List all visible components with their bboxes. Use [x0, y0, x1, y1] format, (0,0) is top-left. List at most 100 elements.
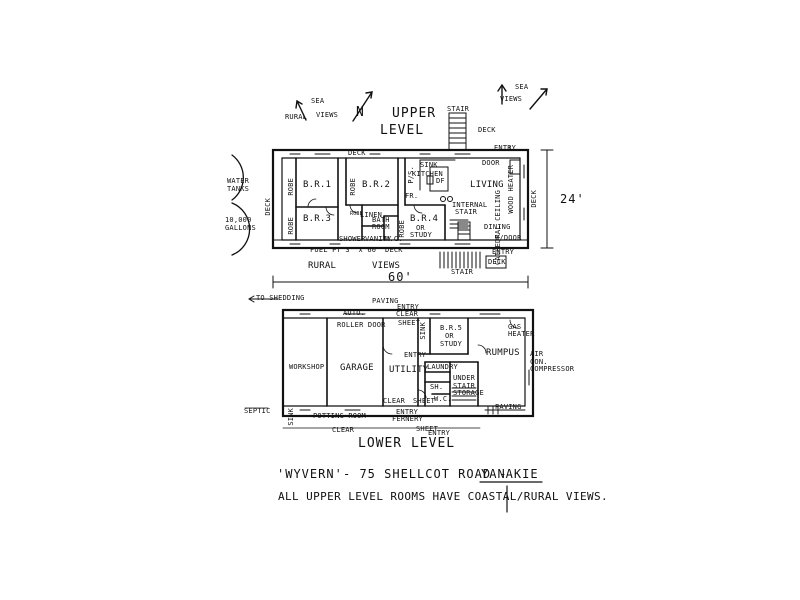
sink-lower-2: SINK — [287, 408, 295, 426]
deck-left-label: DECK — [264, 198, 272, 216]
room-dining: DINING — [484, 223, 511, 231]
deck-bottom-label: DECK — [488, 258, 506, 266]
wdoor-label: W/DOOR — [495, 234, 522, 242]
clear-lower-2: CLEAR — [383, 397, 406, 405]
dimension-60 — [272, 275, 529, 289]
north-label: N — [356, 105, 365, 120]
water-tanks — [231, 154, 251, 256]
door-label: DOOR — [482, 159, 500, 167]
robe-5: ROBE — [350, 211, 363, 217]
deck-top-label: DECK — [348, 149, 366, 157]
room-br5-line2: OR — [445, 332, 454, 340]
lower-bottom-step — [484, 405, 526, 415]
room-garage: GARAGE — [340, 363, 374, 373]
room-br4-line3: STUDY — [410, 231, 433, 239]
robe-2: ROBE — [349, 178, 357, 196]
room-rumpus: RUMPUS — [486, 348, 520, 358]
room-living: LIVING — [470, 180, 504, 190]
clear-lower-3: CLEAR — [332, 426, 355, 434]
room-br3: B.R.3 — [303, 214, 332, 224]
deck-right-label: DECK — [530, 190, 538, 208]
lower-interior-walls — [326, 317, 479, 407]
gas-heater-line2: HEATER — [508, 330, 535, 338]
to-shedding-label: TO SHEDDING — [256, 294, 305, 302]
entry-fernery-line2: FERNERY — [392, 415, 423, 423]
dimension-24 — [540, 149, 554, 249]
robe-4: ROBE — [398, 220, 406, 238]
rural-label-left: RURAL — [285, 113, 308, 121]
room-bath-line1: BATH — [372, 216, 390, 224]
views-bottom: VIEWS — [372, 261, 401, 271]
room-kitchen: KITCHEN — [412, 170, 443, 178]
paving-bottom-label: PAVING — [495, 403, 522, 411]
entry-bottom-label: ENTRY — [492, 248, 515, 256]
kitchen-ps: P/S. — [407, 166, 415, 184]
laundry-label: LAUNDRY — [427, 363, 458, 371]
clear-lower-1: CLEAR — [396, 310, 419, 318]
room-br2: B.R.2 — [362, 180, 391, 190]
wood-heater: WOOD HEATER — [507, 165, 515, 214]
dimension-24-label: 24' — [560, 192, 585, 206]
room-wc: W.C. — [385, 235, 403, 243]
decks — [272, 145, 529, 269]
upper-windows — [289, 153, 525, 245]
entry-fernery-line1: ENTRY — [396, 408, 419, 416]
upper-title-line2: LEVEL — [380, 123, 425, 138]
sheet-lower-1: SHEET — [398, 319, 421, 327]
room-shower: SHOWER — [339, 235, 366, 243]
lower-clear-sheet-lines — [244, 407, 481, 429]
room-br5-line1: B.R.5 — [440, 324, 463, 332]
gallons-label: 10,000 GALLONS — [225, 216, 256, 232]
entry-top-label: ENTRY — [494, 144, 517, 152]
north-arrow-icon — [295, 83, 548, 122]
shower-lower: SH. — [430, 383, 444, 391]
town: YANAKIE — [481, 467, 539, 481]
under-stair-storage: UNDER STAIR STORAGE — [453, 374, 484, 398]
septic-label: SEPTIC — [244, 407, 271, 415]
kitchen-fr: FR. — [405, 192, 419, 200]
stair-top — [448, 112, 467, 151]
room-br4-line2: OR — [416, 224, 425, 232]
views-label-right: VIEWS — [500, 95, 523, 103]
room-br1: B.R.1 — [303, 180, 332, 190]
upper-interior-walls — [295, 157, 456, 241]
room-vanity: VANITY — [365, 235, 392, 243]
upper-door-swings — [307, 198, 423, 216]
internal-stair-line1: INTERNAL — [452, 201, 488, 209]
kitchen-df: DF — [436, 177, 445, 185]
gas-heater-line1: GAS — [508, 323, 522, 331]
wc-lower: W.C. — [434, 395, 452, 403]
sheet-lower-3: SHEET — [416, 425, 439, 433]
kitchen-sink: SINK — [420, 161, 438, 169]
room-bath-line2: ROOM — [372, 223, 390, 231]
room-workshop: WORKSHOP — [289, 363, 325, 371]
stair-top-label: STAIR — [447, 105, 470, 113]
lower-level-walls — [281, 308, 535, 418]
lower-windows — [299, 313, 530, 411]
caption-marks — [479, 481, 543, 513]
internal-stair-line2: STAIR — [455, 208, 478, 216]
rural-bottom: RURAL — [308, 261, 337, 271]
auto-label: AUTO. — [343, 309, 366, 317]
dimension-60-label: 60' — [388, 270, 413, 284]
lower-level-title: LOWER LEVEL — [358, 436, 456, 451]
deck-top-right-label: DECK — [478, 126, 496, 134]
lower-door-swings — [382, 319, 519, 399]
room-linen: LINEN — [360, 211, 383, 219]
potting-room: POTTING ROOM — [313, 412, 366, 420]
sea-label-right: SEA — [515, 83, 529, 91]
bottom-deck-label: FUEL PT 3' x 60' DECK — [310, 246, 403, 254]
internal-stair — [449, 219, 469, 229]
upper-title-line1: UPPER — [392, 106, 437, 121]
sink-lower: SINK — [419, 322, 427, 340]
air-con-label: AIR CON. COMPRESSOR — [530, 350, 575, 374]
room-br5-line3: STUDY — [440, 340, 463, 348]
views-label-left: VIEWS — [316, 111, 339, 119]
entry-lower-2: ENTRY — [404, 351, 427, 359]
paving-top-label: PAVING — [372, 297, 399, 305]
entry-lower-1: ENTRY — [397, 303, 420, 311]
robe-3: ROBE — [287, 217, 295, 235]
room-utility: UTILITY — [389, 365, 429, 375]
stair-bottom — [439, 251, 481, 269]
